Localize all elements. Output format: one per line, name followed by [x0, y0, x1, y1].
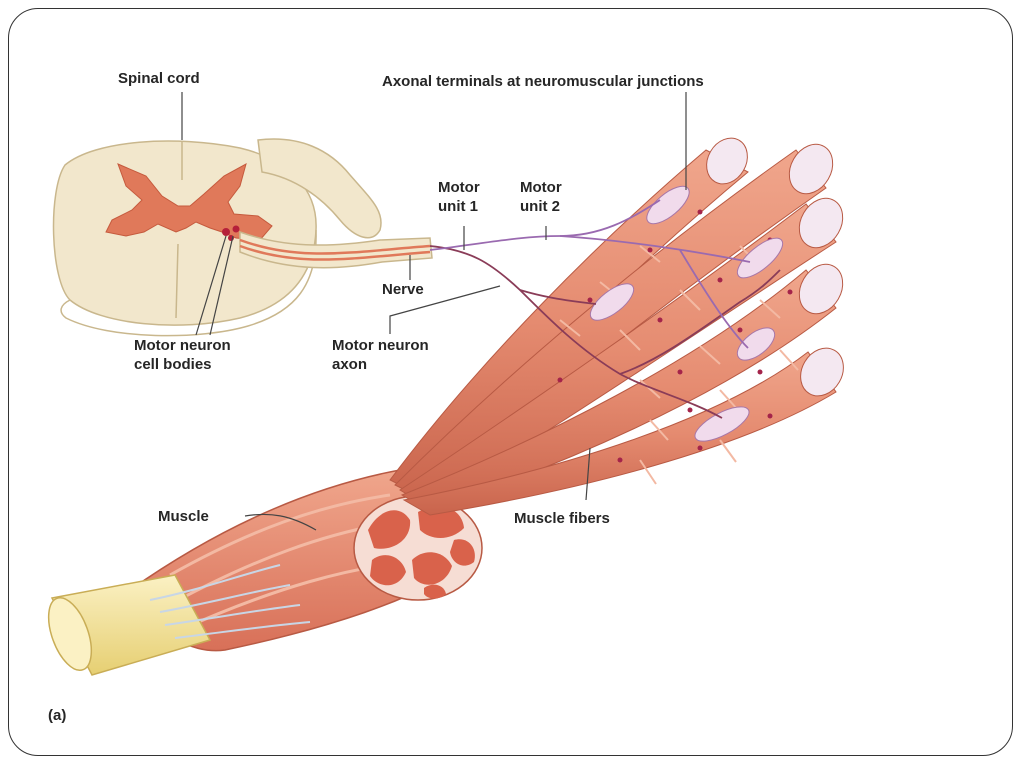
muscle-cross-section — [353, 495, 483, 601]
label-leader-lines — [181, 92, 687, 531]
label-line: cell bodies — [134, 356, 212, 373]
label-line: unit 1 — [438, 198, 478, 215]
label-line: Motor neuron — [332, 337, 429, 354]
fiber-end-cap — [800, 347, 844, 397]
label-motor-neuron-cell-bodies: Motor neuron cell bodies — [134, 336, 231, 374]
label-axonal-terminals: Axonal terminals at neuromuscular juncti… — [382, 73, 704, 90]
tendon-fibers — [149, 564, 311, 639]
label-motor-unit-1: Motor unit 1 — [438, 178, 480, 216]
muscle-fiber — [394, 143, 834, 501]
gray-matter — [105, 162, 273, 241]
label-motor-neuron-axon: Motor neuron axon — [332, 336, 429, 374]
fiber-end-cap — [798, 263, 844, 315]
label-muscle: Muscle — [158, 508, 209, 525]
fiber-end-cap — [798, 197, 844, 249]
motor-unit-2-axon — [429, 199, 751, 349]
muscle-fibers — [389, 137, 844, 516]
label-nerve: Nerve — [382, 281, 424, 298]
label-line: axon — [332, 356, 368, 373]
fiber-end-cap — [788, 143, 834, 195]
label-spinal-cord: Spinal cord — [118, 70, 200, 87]
label-muscle-fibers: Muscle fibers — [514, 510, 610, 527]
motor-unit-1-axon — [429, 245, 781, 419]
label-motor-unit-2: Motor unit 2 — [520, 178, 562, 216]
label-line: unit 2 — [520, 198, 560, 215]
spinal-cord — [52, 140, 317, 337]
label-line: Motor — [438, 179, 480, 196]
panel-label: (a) — [48, 707, 67, 724]
fiber-end-cap — [706, 137, 748, 185]
nerve-bundle — [239, 138, 433, 269]
neuromuscular-junctions — [589, 185, 784, 442]
slide-frame — [8, 8, 1013, 756]
label-line: Motor neuron — [134, 337, 231, 354]
label-line: Motor — [520, 179, 562, 196]
muscle-fiber — [402, 347, 844, 516]
